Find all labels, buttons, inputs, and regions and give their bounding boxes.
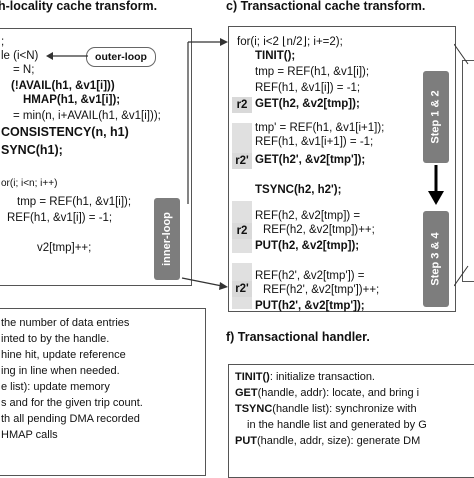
note-line: ing in line when needed. [1, 365, 120, 377]
note-line: e list): update memory [1, 381, 110, 393]
register-tag-r2-prime: r2' [232, 153, 252, 169]
handler-line: in the handle list and generated by G [247, 419, 427, 431]
code-line: GET(h2', &v2[tmp']); [255, 154, 366, 166]
outer-loop-arrow [46, 52, 88, 60]
code-line: tmp = REF(h1, &v1[i]); [17, 196, 132, 208]
code-line: PUT(h2, &v2[tmp]); [255, 240, 360, 252]
code-line: or(i; i<n; i++) [1, 178, 58, 189]
register-tag-r2: r2 [232, 97, 252, 113]
code-line: GET(h2, &v2[tmp]); [255, 98, 360, 110]
connector-arrows [181, 38, 228, 290]
section-header-handler: f) Transactional handler. [226, 330, 370, 344]
code-line: CONSISTENCY(n, h1) [1, 125, 129, 139]
code-line: HMAP(h1, &v1[i]); [23, 94, 121, 106]
note-line: th all pending DMA recorded [1, 413, 140, 425]
note-line: the number of data entries [1, 317, 130, 329]
code-line: REF(h1, &v1[i]) = -1; [7, 212, 113, 224]
down-arrow [428, 165, 444, 205]
code-line: = N; [13, 64, 35, 76]
code-line: SYNC(h1); [1, 143, 63, 157]
section-header-transactional: c) Transactional cache transform. [226, 0, 426, 13]
code-line: TINIT(); [255, 50, 296, 62]
code-line: REF(h2, &v2[tmp])++; [263, 224, 375, 236]
handler-line: PUT(handle, addr, size): generate DM [235, 435, 421, 447]
code-line: tmp' = REF(h1, &v1[i+1]); [255, 122, 385, 134]
handler-line: TINIT(): initialize transaction. [235, 371, 375, 383]
code-line: for(i; i<2 ⌊n/2⌋; i+=2); [237, 36, 343, 48]
note-line: s and for the given trip count. [1, 397, 143, 409]
code-line: TSYNC(h2, h2'); [255, 184, 342, 196]
left-code-box: ; le (i<N) = N; (!AVAIL(h1, &v1[i])) HMA… [0, 28, 192, 286]
code-line: PUT(h2', &v2[tmp']); [255, 300, 365, 312]
handler-line: TSYNC(handle list): synchronize with [235, 403, 417, 415]
section-header-locality: h-locality cache transform. [0, 0, 158, 13]
code-line: REF(h1, &v1[i+1]) = -1; [255, 136, 374, 148]
register-tag-r2-prime: r2' [232, 281, 252, 297]
handler-line: GET(handle, addr): locate, and bring i [235, 387, 420, 399]
code-line: v2[tmp]++; [37, 242, 92, 254]
inner-loop-label: inner-loop [154, 198, 180, 280]
edge-connectors [454, 43, 469, 287]
code-line: (!AVAIL(h1, &v1[i])) [11, 80, 115, 92]
code-line: = min(n, i+AVAIL(h1, &v1[i])); [13, 110, 161, 122]
code-line: REF(h2', &v2[tmp']) = [255, 270, 365, 282]
code-line: REF(h2, &v2[tmp]) = [255, 210, 361, 222]
code-line: REF(h1, &v1[i]) = -1; [255, 82, 361, 94]
notes-box: the number of data entries inted to by t… [0, 308, 206, 476]
note-line: inted to by the handle. [1, 333, 110, 345]
note-line: hine hit, update reference [1, 349, 126, 361]
right-code-box: r2 r2' r2 r2' for(i; i<2 ⌊n/2⌋; i+=2); T… [228, 26, 456, 312]
register-tag-r2: r2 [232, 223, 252, 239]
outer-loop-label: outer-loop [86, 47, 156, 67]
code-line: ; [1, 36, 5, 48]
code-line: le (i<N) [1, 50, 39, 62]
note-line: HMAP calls [1, 429, 58, 441]
handler-box: TINIT(): initialize transaction. GET(han… [228, 364, 474, 478]
step-3-4-label: Step 3 & 4 [423, 211, 449, 307]
step-1-2-label: Step 1 & 2 [423, 71, 449, 163]
code-line: REF(h2', &v2[tmp'])++; [263, 284, 380, 296]
partial-right-box [462, 60, 474, 282]
code-line: tmp = REF(h1, &v1[i]); [255, 66, 370, 78]
